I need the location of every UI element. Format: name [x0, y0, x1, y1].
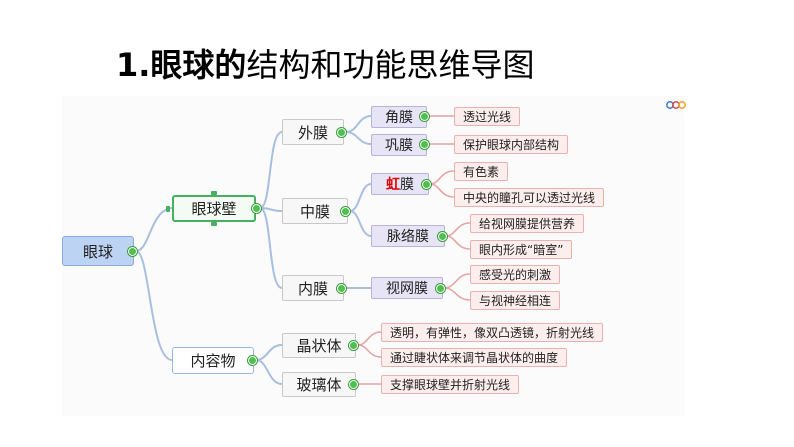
link-iris-leaf2	[429, 183, 455, 198]
link-choroid-leaf2	[445, 235, 471, 250]
node-lens[interactable]: 晶状体	[282, 333, 356, 358]
collapse-dot[interactable]	[349, 380, 358, 389]
node-cornea[interactable]: 角膜	[371, 106, 427, 128]
collapse-dot[interactable]	[248, 356, 257, 365]
leaf-vitreous-function[interactable]: 支撑眼球壁并折射光线	[381, 375, 520, 394]
root-node-eyeball[interactable]: 眼球	[62, 236, 134, 266]
collapse-dot[interactable]	[341, 207, 350, 216]
collapse-dot[interactable]	[422, 180, 431, 189]
link-iris-leaf1	[429, 170, 455, 185]
collapse-dot[interactable]	[420, 112, 429, 121]
node-sclera[interactable]: 巩膜	[371, 134, 427, 156]
node-iris[interactable]: 虹膜	[371, 173, 429, 195]
link-choroid-leaf1	[445, 222, 471, 237]
leaf-lens-adjustment[interactable]: 通过睫状体来调节晶状体的曲度	[381, 348, 568, 367]
leaf-choroid-darkroom[interactable]: 眼内形成“暗室”	[470, 240, 573, 259]
collapse-dot[interactable]	[337, 128, 346, 137]
collapse-dot[interactable]	[128, 247, 137, 256]
leaf-lens-properties[interactable]: 透明，有弹性，像双凸透镜，折射光线	[381, 323, 604, 342]
resize-handle[interactable]	[211, 191, 217, 195]
collapse-dot[interactable]	[252, 204, 261, 213]
leaf-choroid-nutrition[interactable]: 给视网膜提供营养	[470, 214, 585, 233]
leaf-sclera-function[interactable]: 保护眼球内部结构	[454, 135, 569, 154]
node-choroid[interactable]: 脉络膜	[371, 225, 445, 247]
link-retina-leaf1	[443, 273, 471, 289]
node-contents[interactable]: 内容物	[172, 347, 254, 374]
collapse-dot[interactable]	[337, 284, 346, 293]
link-middle-iris	[349, 183, 372, 212]
collapse-dot[interactable]	[349, 341, 358, 350]
collapse-dot[interactable]	[420, 140, 429, 149]
link-root-wall	[135, 207, 173, 252]
link-wall-outer	[259, 131, 283, 209]
node-outer-membrane[interactable]: 外膜	[282, 119, 344, 145]
xmind-logo-icon	[666, 101, 686, 109]
collapse-dot[interactable]	[436, 284, 445, 293]
link-contents-lens	[255, 344, 283, 361]
link-wall-inner	[259, 207, 283, 289]
link-root-contents	[135, 250, 173, 361]
node-middle-membrane[interactable]: 中膜	[282, 198, 348, 224]
node-eyeball-wall[interactable]: 眼球壁	[172, 195, 256, 222]
link-lens-leaf1	[357, 331, 382, 346]
leaf-retina-nerve[interactable]: 与视神经相连	[470, 291, 561, 310]
leaf-cornea-function[interactable]: 透过光线	[454, 107, 521, 126]
link-middle-choroid	[349, 210, 372, 237]
node-retina[interactable]: 视网膜	[371, 277, 443, 299]
link-outer-cornea	[345, 115, 372, 133]
leaf-iris-pupil[interactable]: 中央的瞳孔可以透过光线	[454, 188, 605, 207]
resize-handle[interactable]	[211, 222, 217, 226]
collapse-dot[interactable]	[438, 232, 447, 241]
leaf-iris-pigment[interactable]: 有色素	[454, 162, 509, 181]
link-lens-leaf2	[357, 344, 382, 358]
link-retina-leaf2	[443, 287, 471, 301]
link-contents-vitreous	[255, 359, 283, 385]
page-title: 1.眼球的结构和功能思维导图	[116, 46, 535, 84]
node-vitreous[interactable]: 玻璃体	[282, 372, 356, 397]
leaf-retina-sense[interactable]: 感受光的刺激	[470, 265, 561, 284]
node-inner-membrane[interactable]: 内膜	[282, 275, 344, 301]
link-outer-sclera	[345, 131, 372, 145]
link-wall-middle	[259, 207, 283, 212]
resize-handle[interactable]	[166, 206, 170, 212]
